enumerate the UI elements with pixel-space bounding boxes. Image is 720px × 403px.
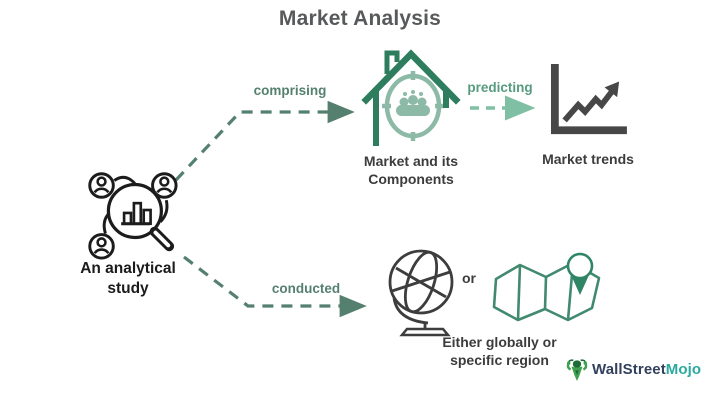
house-outline <box>361 49 461 146</box>
node-label-region: Either globally or specific region <box>442 334 557 369</box>
wallstreetmojo-logo: WallStreetMojo <box>566 357 701 382</box>
person-circle-icon <box>151 172 178 199</box>
magnifier-analytics-icon <box>88 172 178 260</box>
node-label-analytical-study: An analytical study <box>80 260 176 298</box>
map-pin-icon <box>492 252 601 322</box>
node-label-market-components: Market and its Components <box>363 153 459 188</box>
location-pin-icon <box>566 252 594 295</box>
edge-label-comprising: comprising <box>253 83 327 98</box>
house-market-icon <box>361 49 461 146</box>
edge-label-predicting: predicting <box>467 80 533 95</box>
diagram-title: Market Analysis <box>278 7 442 30</box>
logo-wordmark: WallStreetMojo <box>592 361 702 378</box>
person-circle-icon <box>88 233 115 260</box>
node-label-market-trends: Market trends <box>542 151 634 167</box>
person-circle-icon <box>88 172 115 199</box>
or-label: or <box>462 270 476 286</box>
globe-icon <box>388 249 454 337</box>
bull-mascot-icon <box>566 359 588 381</box>
trend-chart-icon <box>550 64 627 135</box>
edge-comprising-arrow <box>174 100 355 182</box>
people-target-icon <box>382 71 444 141</box>
edge-label-conducted: conducted <box>271 281 341 296</box>
